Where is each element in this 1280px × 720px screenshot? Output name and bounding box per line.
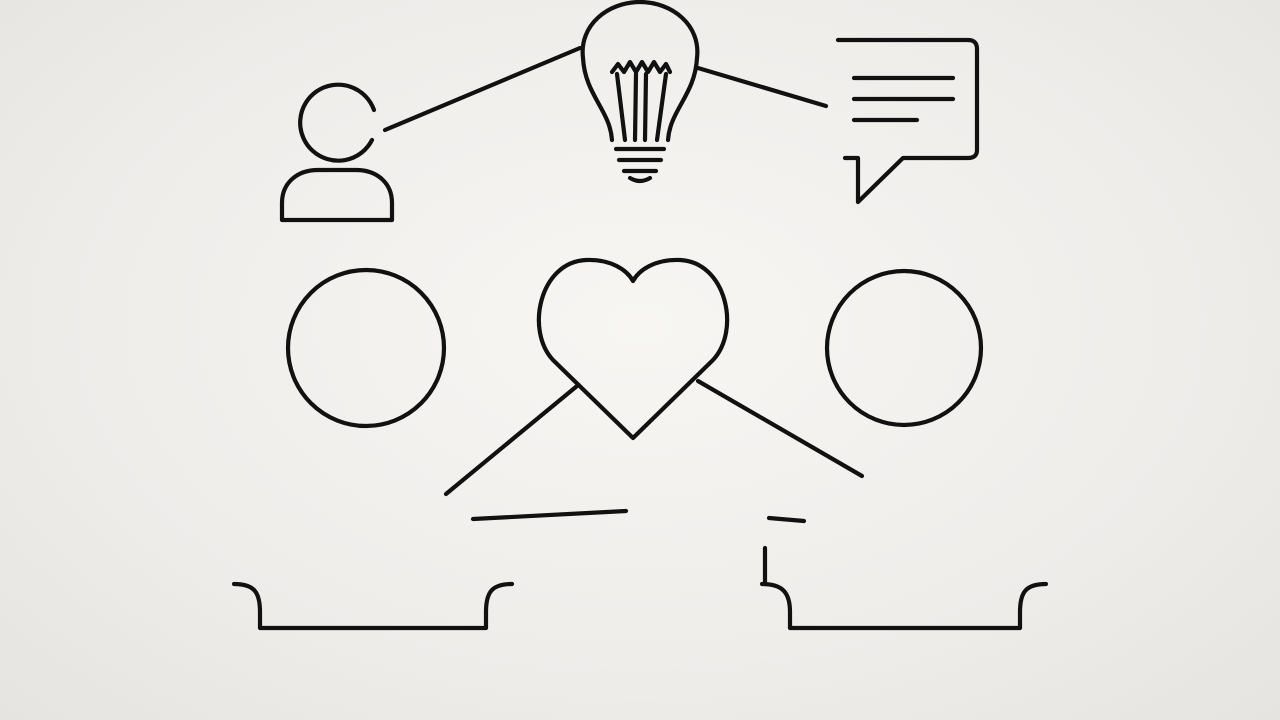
lightbulb-icon xyxy=(580,0,700,184)
heart-icon xyxy=(536,257,730,441)
person-body xyxy=(279,167,395,223)
tray-right xyxy=(759,581,1049,631)
floor-line-right-fragment xyxy=(766,515,807,524)
roof-line-left xyxy=(443,383,580,497)
circle-right xyxy=(824,268,984,428)
bulb-filament xyxy=(609,59,673,75)
bulb-wire-inner xyxy=(632,71,649,143)
person-head xyxy=(298,82,377,163)
connector-line-person-bulb xyxy=(382,45,583,133)
person-icon xyxy=(279,82,395,223)
bulb-glass xyxy=(580,0,700,143)
bulb-base-tip xyxy=(627,175,653,184)
connector-line-bulb-bubble xyxy=(695,65,829,109)
roof-line-right xyxy=(695,378,865,479)
circle-left xyxy=(285,267,447,429)
speech-bubble-icon xyxy=(835,37,980,205)
bulb-wire-right xyxy=(654,71,669,143)
floor-line-left xyxy=(470,508,629,522)
tray-left xyxy=(231,581,515,631)
speech-bubble-outline xyxy=(835,37,980,205)
bulb-wire-left xyxy=(614,71,628,143)
